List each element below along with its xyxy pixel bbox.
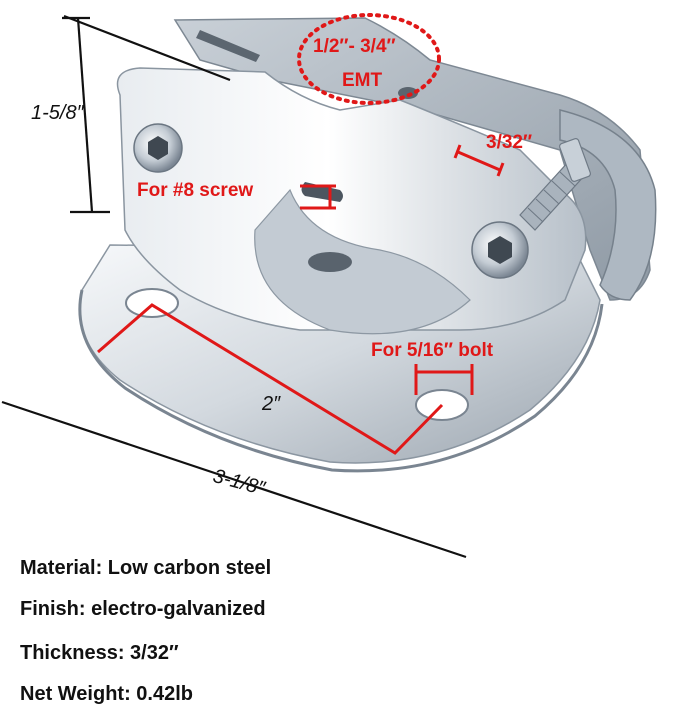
- length-line: [1, 400, 467, 559]
- back-plate: [173, 17, 651, 301]
- height-top-extension: [63, 14, 231, 82]
- height-label: 1-5/8″: [31, 102, 84, 124]
- screw-label: For #8 screw: [137, 180, 254, 201]
- hex-socket-left: [148, 136, 168, 160]
- thread-lines: [527, 171, 576, 223]
- hole-spacing-label: 2″: [262, 393, 281, 415]
- thickness-tick: [457, 150, 501, 172]
- bolt-bracket: [414, 364, 474, 395]
- base-plate-edge: [78, 289, 604, 473]
- thickness-dim-label: 3/32″: [486, 132, 533, 153]
- height-line: [76, 17, 94, 213]
- channel: [254, 188, 471, 335]
- spec-material: Material: Low carbon steel: [20, 557, 272, 579]
- spec-thickness: Thickness: 3/32″: [20, 642, 179, 664]
- front-plate: [116, 67, 587, 331]
- hole-spacing-line: [97, 303, 444, 455]
- channel-hole: [308, 252, 352, 272]
- spec-finish: Finish: electro-galvanized: [20, 598, 266, 620]
- hex-socket-right: [488, 236, 512, 264]
- emt-highlight-ellipse: [297, 13, 441, 105]
- emt-size-label: 1/2″- 3/4″: [313, 36, 396, 57]
- emt-label: EMT: [342, 70, 383, 91]
- nut: [559, 138, 591, 182]
- back-tab: [559, 109, 657, 301]
- screw-bracket: [300, 184, 336, 210]
- back-slot: [196, 30, 260, 62]
- base-hole-left: [125, 288, 179, 318]
- spec-weight: Net Weight: 0.42lb: [20, 683, 193, 705]
- bolt-label: For 5/16″ bolt: [371, 340, 494, 361]
